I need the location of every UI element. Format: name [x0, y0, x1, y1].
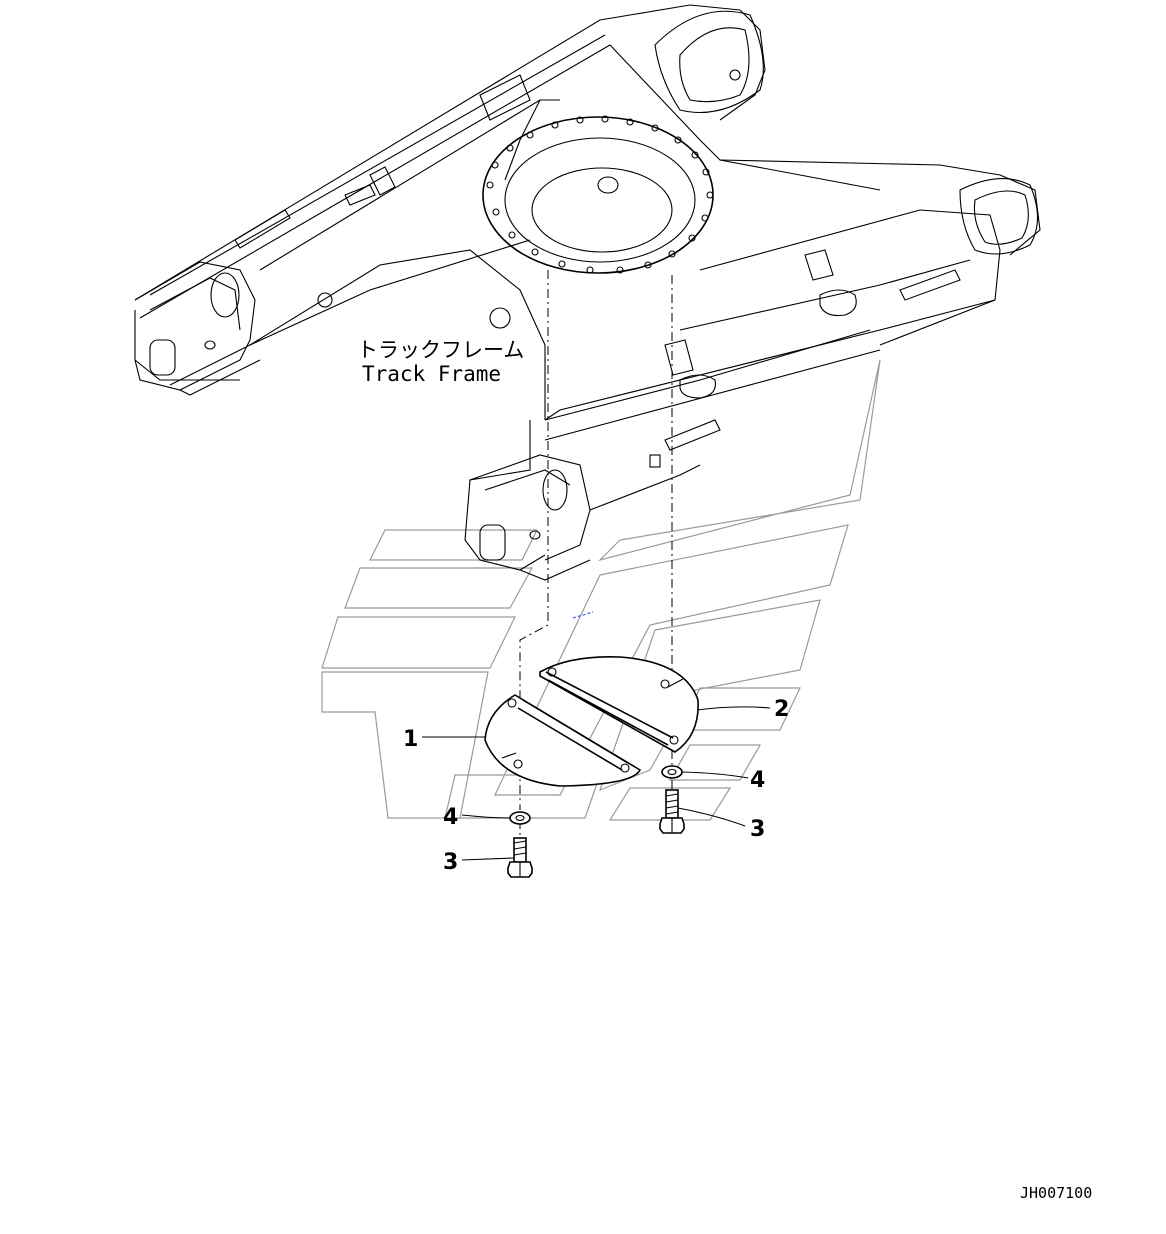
- cover-plate-left: [484, 694, 642, 787]
- leader-lines: [422, 706, 771, 861]
- callout-1: 1: [403, 727, 418, 752]
- reference-marker: [572, 611, 594, 619]
- track-frame-drawing: [134, 4, 1041, 581]
- callout-3-left: 3: [443, 850, 458, 875]
- washer-right: [661, 765, 683, 779]
- swing-circle-bolt-holes: [486, 115, 714, 274]
- bolt-right: [659, 789, 685, 834]
- callout-4-left: 4: [443, 805, 458, 830]
- track-frame-label-ja: トラックフレーム: [357, 338, 524, 362]
- callout-3-right: 3: [750, 817, 765, 842]
- callout-4-right: 4: [750, 768, 765, 793]
- drawing-code: JH007100: [1020, 1184, 1092, 1202]
- track-frame-label-en: Track Frame: [362, 362, 501, 386]
- callout-2: 2: [774, 697, 789, 722]
- bolt-left: [507, 837, 533, 878]
- cover-plate-right: [539, 655, 699, 753]
- washer-left: [509, 811, 531, 825]
